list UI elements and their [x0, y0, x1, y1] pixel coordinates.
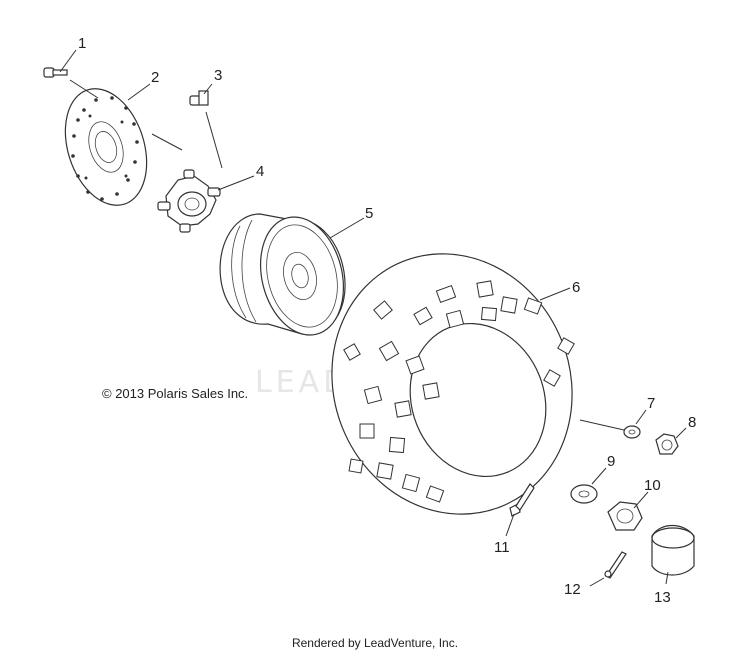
leader-line-8	[675, 427, 687, 439]
brake-disc-part-2	[64, 88, 148, 206]
leader-line-5	[329, 217, 365, 239]
leader-line-7	[635, 409, 647, 425]
callout-8: 8	[688, 414, 696, 431]
leader-line-1b	[69, 79, 99, 99]
callout-9: 9	[607, 453, 615, 470]
leader-disc-axis	[151, 133, 183, 151]
rendered-by-footer: Rendered by LeadVenture, Inc.	[292, 636, 458, 650]
leader-line-12	[589, 577, 605, 587]
leader-line-9	[591, 467, 607, 485]
leader-washer-7-axis	[579, 419, 625, 431]
copyright-text: © 2013 Polaris Sales Inc.	[102, 386, 248, 401]
cotter-pin-part-12	[604, 551, 627, 579]
leader-line-13	[665, 571, 669, 585]
callout-13: 13	[654, 589, 671, 606]
hub-part-4	[157, 169, 221, 233]
callout-4: 4	[256, 163, 264, 180]
washer-part-9	[570, 484, 598, 504]
callout-2: 2	[151, 69, 159, 86]
washer-part-7	[623, 425, 641, 439]
leader-line-1	[59, 49, 77, 73]
callout-11: 11	[494, 539, 510, 556]
hub-cap-part-13	[651, 524, 695, 576]
callout-3: 3	[214, 67, 222, 84]
leader-bolt-3-axis	[205, 111, 223, 169]
tire-part-6	[331, 253, 575, 515]
leader-line-4	[217, 175, 255, 191]
callout-10: 10	[644, 477, 661, 494]
callout-1: 1	[78, 35, 86, 52]
leader-line-2	[127, 83, 151, 101]
bolt-part-3	[189, 90, 209, 106]
leader-line-3	[203, 83, 213, 95]
bolt-part-1	[43, 67, 68, 78]
leader-line-11	[505, 513, 515, 537]
wheel-stud-part-11	[509, 483, 535, 517]
leader-line-6	[539, 287, 571, 301]
callout-5: 5	[365, 205, 373, 222]
wheel-rim-part-5	[219, 213, 346, 336]
callout-7: 7	[647, 395, 655, 412]
nut-part-8	[655, 433, 679, 455]
callout-12: 12	[564, 581, 581, 598]
callout-6: 6	[572, 279, 580, 296]
leader-line-10	[633, 491, 649, 509]
castle-nut-part-10	[607, 501, 643, 531]
